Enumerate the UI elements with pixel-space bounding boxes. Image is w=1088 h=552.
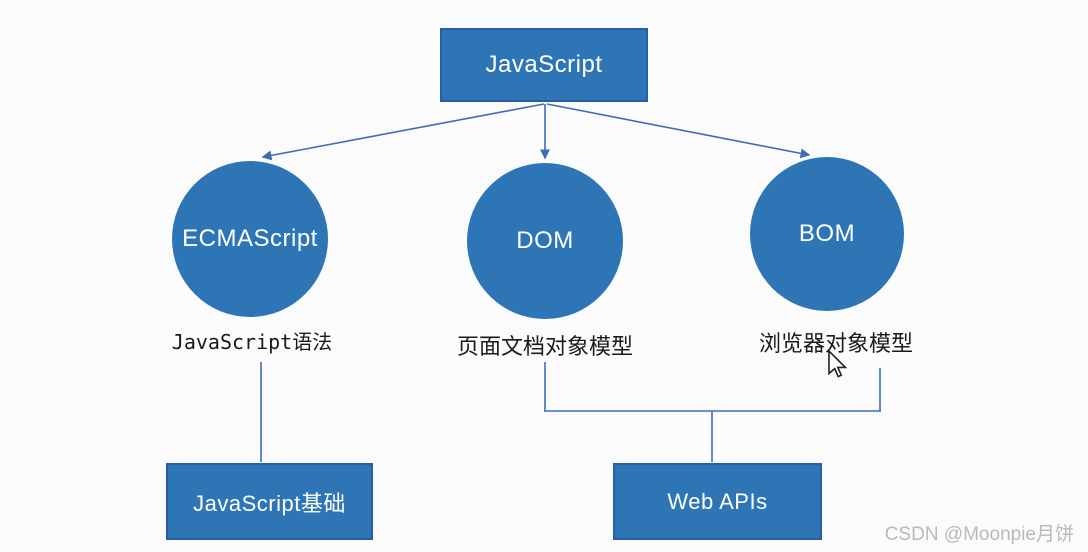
node-javascript-label: JavaScript: [485, 51, 603, 78]
node-ecmascript: ECMAScript: [172, 161, 328, 317]
group-javascript-foundation-label: JavaScript基础: [193, 490, 346, 516]
node-ecmascript-label: ECMAScript: [182, 225, 318, 252]
sublabel-bom: 浏览器对象模型: [758, 331, 913, 356]
arrow-js-to-ecmascript: [261, 103, 545, 161]
node-bom-label: BOM: [798, 220, 856, 247]
node-dom: DOM: [467, 163, 623, 319]
group-javascript-foundation: JavaScript基础: [166, 463, 373, 540]
node-bom: BOM: [750, 157, 904, 311]
group-web-apis: Web APIs: [613, 463, 822, 540]
sublabel-ecmascript: JavaScript语法: [171, 330, 333, 354]
node-javascript: JavaScript: [440, 28, 648, 102]
group-web-apis-label: Web APIs: [667, 488, 768, 514]
node-dom-label: DOM: [516, 227, 574, 254]
arrow-js-to-bom: [546, 103, 811, 159]
sublabel-dom: 页面文档对象模型: [456, 334, 633, 359]
csdn-watermark: CSDN @Moonpie月饼: [884, 524, 1074, 545]
